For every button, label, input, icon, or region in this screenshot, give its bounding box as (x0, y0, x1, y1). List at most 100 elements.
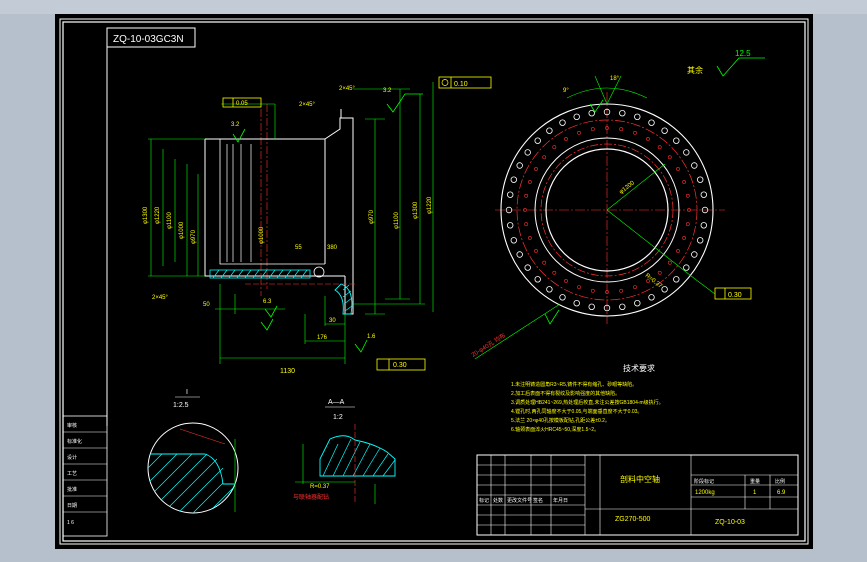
svg-text:日期: 日期 (67, 503, 77, 509)
svg-text:φ970: φ970 (191, 229, 197, 244)
bolt-hole (524, 264, 531, 271)
bolt-hole (588, 303, 595, 310)
bolt-hole (683, 149, 690, 156)
title-block: 标记 处数 更改文件号 签名 年月日 阶段标记 重量 比例 剖料中空轴 ZG27… (476, 454, 799, 536)
inner-hole (633, 285, 637, 290)
inner-hole (619, 288, 624, 293)
drawing-title: 剖料中空轴 (620, 474, 660, 484)
dim-total-length: 1130 (280, 368, 295, 375)
svg-text:176: 176 (317, 335, 328, 341)
bolt-hole (573, 300, 580, 307)
svg-text:处数: 处数 (493, 497, 503, 504)
inner-hole (534, 167, 538, 171)
svg-text:3.2: 3.2 (231, 122, 240, 128)
svg-text:2×45°: 2×45° (339, 86, 356, 92)
svg-text:3.2: 3.2 (383, 88, 392, 94)
bolt-hole (691, 162, 698, 169)
svg-text:5.法兰 20×φ40孔按模板配钻,孔距公差±0.2。: 5.法兰 20×φ40孔按模板配钻,孔距公差±0.2。 (511, 417, 610, 424)
bolt-hole (546, 286, 553, 293)
svg-text:φ1300: φ1300 (143, 206, 149, 224)
svg-text:0.05: 0.05 (236, 101, 248, 107)
inner-hole (552, 145, 557, 150)
svg-text:审核: 审核 (67, 422, 77, 429)
detail-view-I: I 1:2.5 (147, 389, 239, 514)
bolt-hole (507, 222, 514, 229)
inner-hole (685, 193, 690, 198)
bolt-hole (516, 162, 523, 169)
svg-text:1:2.5: 1:2.5 (173, 402, 189, 409)
inner-hole (542, 155, 547, 160)
window-top-band (0, 0, 867, 14)
svg-text:φ1220: φ1220 (155, 206, 161, 224)
inner-hole (619, 127, 624, 132)
svg-text:比例: 比例 (775, 478, 785, 485)
inner-frame (62, 21, 806, 542)
tolerance-frame-top: 0.10 (454, 81, 468, 88)
inner-hole (577, 285, 581, 290)
holes-note: 20-φ40孔 均布 (470, 331, 507, 358)
svg-text:φ1220: φ1220 (427, 196, 433, 214)
flange-front-view: φ1200 20-φ40孔 均布 18° 9° R=0.37 (470, 75, 725, 360)
svg-text:2×45°: 2×45° (299, 102, 316, 108)
svg-text:1.未注明铸造圆角R3~R5,铸件不得有缩孔、砂眼等缺陷。: 1.未注明铸造圆角R3~R5,铸件不得有缩孔、砂眼等缺陷。 (511, 381, 637, 388)
drawing-sheet: ZQ-10-03GC3N 其余 12.5 (55, 14, 813, 549)
inner-hole (524, 222, 529, 227)
inner-hole (564, 137, 568, 141)
bolt-hole (700, 222, 707, 229)
svg-text:R=0.37: R=0.37 (310, 484, 330, 490)
svg-text:更改文件号: 更改文件号 (507, 497, 532, 504)
inner-hole (676, 167, 680, 171)
svg-text:30: 30 (329, 318, 336, 324)
tech-req-title: 技术要求 (623, 363, 655, 373)
bolt-hole (648, 294, 655, 301)
svg-text:重量: 重量 (750, 478, 760, 485)
bolt-hole (559, 294, 566, 301)
svg-text:6.3: 6.3 (263, 299, 272, 305)
bolt-hole (603, 108, 611, 116)
bolt-hole (619, 109, 626, 117)
bolt-hole (700, 191, 707, 198)
svg-text:年月日: 年月日 (553, 497, 568, 504)
bolt-hole (701, 206, 709, 214)
svg-text:380: 380 (327, 245, 338, 251)
svg-text:A—A: A—A (328, 399, 345, 406)
inner-hole (552, 270, 557, 275)
bolt-hole (634, 300, 641, 307)
bolt-hole (573, 113, 580, 120)
svg-text:2.加工后表面不得有裂纹及影响强度的其他缺陷。: 2.加工后表面不得有裂纹及影响强度的其他缺陷。 (511, 390, 620, 397)
svg-text:18°: 18° (610, 76, 620, 82)
bolt-hole (634, 113, 641, 120)
svg-text:签名: 签名 (533, 497, 543, 504)
svg-text:标准化: 标准化 (67, 438, 82, 445)
bolt-hole (697, 237, 704, 244)
bolt-hole (697, 176, 704, 183)
bolt-hole (683, 264, 690, 271)
material: ZG270-500 (615, 516, 651, 523)
inner-hole (524, 193, 529, 198)
svg-text:φ1200: φ1200 (619, 180, 637, 196)
bolt-hole (673, 276, 680, 283)
inner-hole (577, 131, 581, 135)
svg-text:55: 55 (295, 245, 302, 251)
inner-hole (590, 127, 595, 132)
svg-text:6.轴颈表面淬火HRC45~50,深度1.5~2。: 6.轴颈表面淬火HRC45~50,深度1.5~2。 (511, 426, 599, 433)
bolt-hole (516, 251, 523, 258)
inner-hole (682, 180, 687, 184)
flange-note: 与联轴器配钻 (293, 493, 329, 501)
inner-hole (633, 131, 637, 135)
svg-text:3.调质处理HB241~269,热处理后校直,未注公差按GB: 3.调质处理HB241~269,热处理后校直,未注公差按GB1804-m级执行。 (511, 399, 664, 406)
technical-requirements: 技术要求 1.未注明铸造圆角R3~R5,铸件不得有缩孔、砂眼等缺陷。 2.加工后… (511, 363, 664, 433)
svg-text:φ970: φ970 (369, 209, 375, 224)
inner-hole (605, 126, 609, 130)
inner-hole (534, 249, 538, 253)
bolt-hole (507, 191, 514, 198)
bolt-hole (648, 119, 655, 126)
inner-hole (646, 137, 650, 141)
bolt-hole (619, 303, 626, 310)
svg-text:批准: 批准 (67, 486, 77, 493)
inner-hole (667, 260, 672, 265)
svg-text:9°: 9° (563, 88, 569, 94)
svg-text:0.30: 0.30 (728, 292, 742, 299)
bolt-hole (559, 119, 566, 126)
section-view-AA: A—A 1:2 R=0.37 与联轴器配钻 (293, 399, 396, 504)
